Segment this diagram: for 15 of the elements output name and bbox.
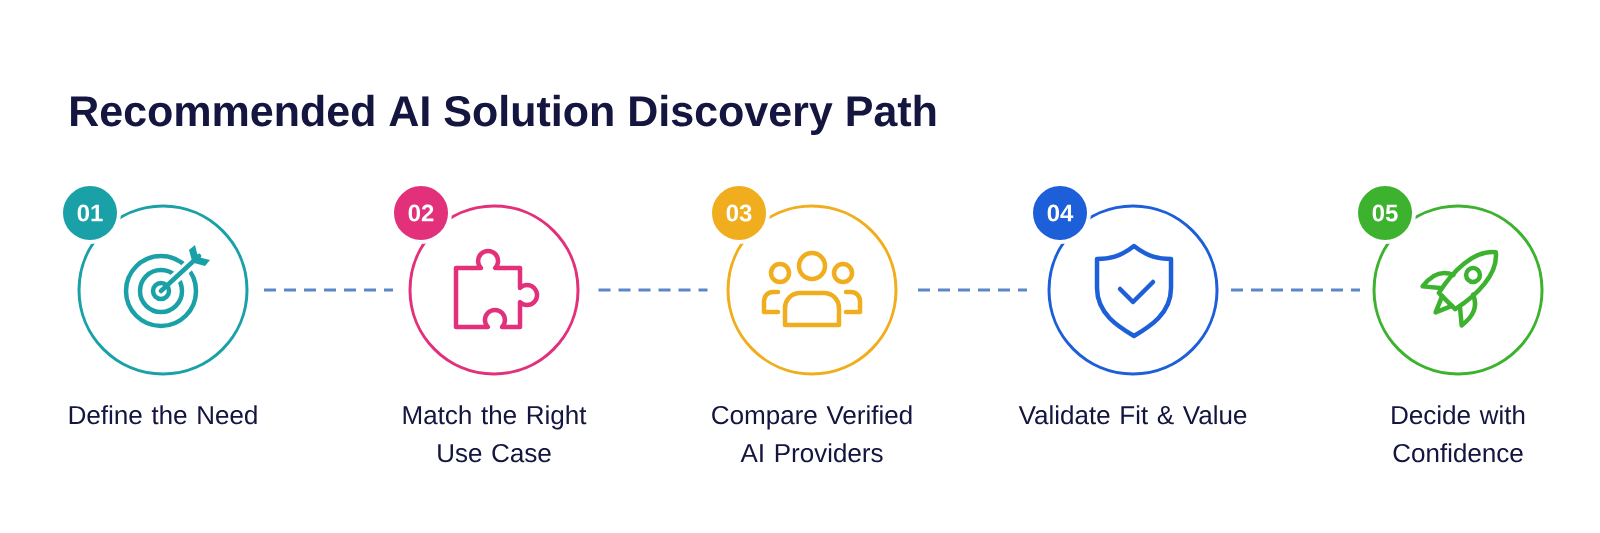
title: Recommended AI Solution Discovery Path	[71, 94, 936, 135]
dashed-connector	[598, 288, 708, 292]
step-label: Match the Right Use Case	[403, 405, 587, 463]
dashed-connector	[918, 288, 1027, 292]
step-label: Decide with Confidence	[1392, 405, 1525, 463]
step-label: Validate Fit & Value	[1018, 405, 1247, 425]
number-badge: 05	[1354, 182, 1416, 244]
step-label: Define the Need	[69, 405, 257, 425]
number-badge: 04	[1029, 182, 1091, 244]
number-badge: 02	[390, 182, 452, 244]
dashed-connector	[1231, 288, 1360, 292]
step-label: Compare Verified AI Providers	[712, 405, 912, 463]
dashed-connector	[264, 288, 393, 292]
number-badge: 03	[708, 182, 770, 244]
number-badge: 01	[59, 182, 121, 244]
